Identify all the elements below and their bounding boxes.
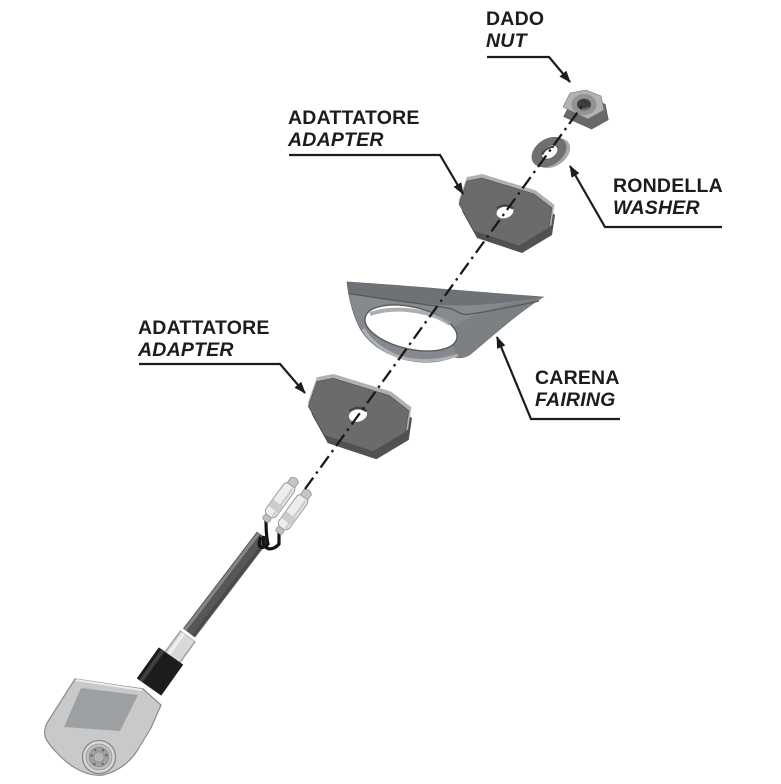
fairing-right-shade [449,297,543,358]
stem-sleeve [164,630,196,664]
leader-adattatore-lower [139,362,306,394]
leader-rondella [569,165,722,229]
label-washer-it: RONDELLA [613,175,723,197]
adapter-plate-upper [457,172,557,255]
wire-1 [257,518,270,550]
leader-carena [495,336,620,421]
lamp-housing-top-face [64,688,138,731]
label-adapter-upper-it: ADATTATORE [288,107,420,129]
label-adapter-upper: ADATTATORE ADAPTER [288,107,420,151]
label-nut-it: DADO [486,8,545,30]
stem-highlight [183,532,261,631]
fairing-cutout-wall [369,307,452,326]
turn-signal-unit [44,473,316,776]
leader-dado [487,55,571,83]
label-adapter-lower-en: ADAPTER [138,338,234,361]
rubber-collar [136,647,184,696]
label-fairing-it: CARENA [535,367,620,389]
label-adapter-upper-en: ADAPTER [288,128,384,151]
center-axis-line [304,101,586,490]
fairing-seam-line [348,292,540,316]
label-nut: DADO NUT [486,8,545,52]
label-fairing: CARENA FAIRING [535,367,620,411]
label-washer-en: WASHER [613,196,700,219]
wire-2 [261,531,281,551]
label-fairing-en: FAIRING [535,388,616,411]
housing-edge-highlight [75,679,143,691]
nut-part [562,89,609,130]
washer-part [531,136,571,169]
label-adapter-lower: ADATTATORE ADAPTER [138,317,270,361]
stem-shaft [183,531,269,638]
fairing-lip-highlight [361,328,459,363]
lens [81,739,117,775]
fairing-part [346,281,545,363]
label-adapter-lower-it: ADATTATORE [138,317,270,339]
adapter-plate-lower [306,372,414,461]
label-washer: RONDELLA WASHER [613,175,723,219]
leader-adattatore-upper [289,153,464,195]
stem-shadow-edge [192,538,268,637]
label-nut-en: NUT [486,29,527,52]
